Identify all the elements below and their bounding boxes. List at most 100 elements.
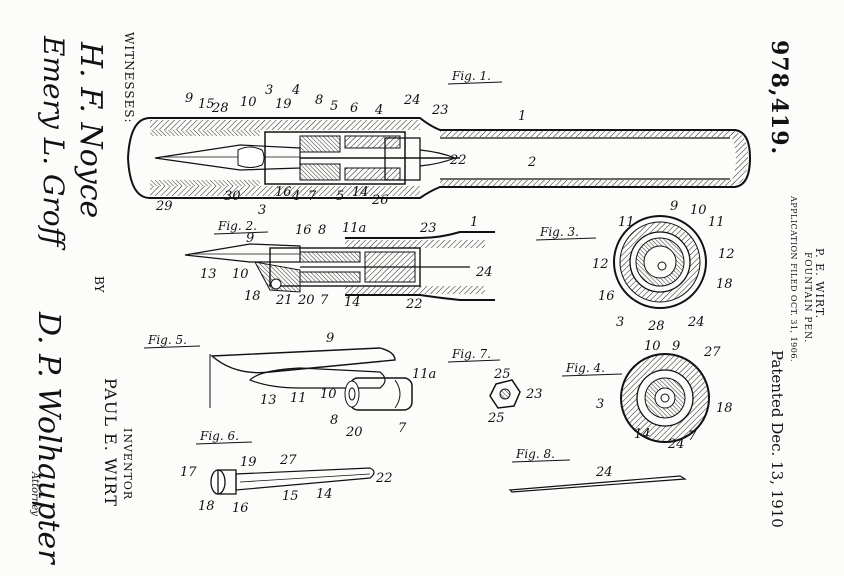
patented-date: Patented Dec. 13, 1910	[768, 350, 786, 528]
reference-numeral: 11	[618, 215, 635, 230]
figure-2: Fig. 2.	[184, 219, 495, 301]
reference-numeral: 19	[240, 455, 257, 470]
fig3-label: Fig. 3.	[539, 225, 579, 239]
reference-numeral: 14	[352, 185, 369, 200]
reference-numeral: 15	[282, 489, 299, 504]
reference-numeral: 22	[449, 153, 467, 168]
reference-numeral: 11	[290, 391, 307, 406]
figure-3: Fig. 3.	[535, 215, 707, 309]
patent-title: FOUNTAIN PEN.	[802, 252, 812, 344]
witnesses-label: WITNESSES:	[122, 32, 136, 124]
reference-numeral: 10	[320, 387, 337, 402]
reference-numeral: 16	[232, 501, 249, 516]
reference-numeral: 3	[616, 315, 624, 330]
reference-numeral: 16	[295, 223, 312, 238]
reference-numeral: 14	[634, 427, 651, 442]
reference-numeral: 9	[670, 199, 678, 214]
reference-numeral: 20	[345, 425, 363, 440]
attorney-label: Attorney	[29, 472, 40, 516]
fig8-label: Fig. 8.	[515, 447, 555, 461]
fig1-barrel	[126, 117, 752, 199]
reference-numeral: 9	[326, 331, 334, 346]
witness-signature-2: Emery L. Groff	[37, 36, 70, 247]
reference-numeral: 15	[198, 97, 215, 112]
reference-numeral: 13	[200, 267, 217, 282]
reference-numeral: 12	[718, 247, 735, 262]
reference-numeral: 18	[716, 277, 733, 292]
reference-numeral: 23	[525, 387, 543, 402]
reference-numeral: 10	[644, 339, 661, 354]
attorney-signature: D. P. Wolhaupter	[31, 312, 66, 564]
reference-numeral: 27	[279, 453, 297, 468]
witness-signature-1: H. F. Noyce	[73, 42, 108, 219]
reference-numeral: 8	[330, 413, 338, 428]
reference-numeral: 27	[703, 345, 721, 360]
fig4-label: Fig. 4.	[565, 361, 605, 375]
reference-numeral: 2	[527, 155, 536, 170]
reference-numeral: 5	[330, 99, 338, 114]
reference-numeral: 29	[155, 199, 173, 214]
reference-numeral: 14	[344, 295, 361, 310]
reference-numeral: 11a	[412, 367, 436, 382]
reference-numeral: 16	[275, 185, 292, 200]
reference-numeral: 11a	[342, 221, 366, 236]
reference-numeral: 22	[375, 471, 393, 486]
reference-numeral: 24	[687, 315, 705, 330]
reference-numeral: 11	[708, 215, 725, 230]
reference-numeral: 3	[258, 203, 266, 218]
reference-numeral: 23	[419, 221, 437, 236]
figure-4: Fig. 4.	[561, 353, 710, 443]
reference-numeral: 10	[690, 203, 707, 218]
reference-numeral: 24	[667, 437, 685, 452]
reference-numeral: 12	[592, 257, 609, 272]
reference-numeral: 1	[470, 215, 478, 230]
inventor-header: P. E. WIRT.	[813, 248, 826, 320]
reference-numeral: 18	[244, 289, 261, 304]
reference-numeral: 3	[596, 397, 604, 412]
fig1-label: Fig. 1.	[451, 69, 491, 83]
reference-numeral: 9	[672, 339, 680, 354]
reference-numeral: 30	[224, 189, 241, 204]
reference-numeral: 14	[316, 487, 333, 502]
figure-8: Fig. 8.	[508, 447, 687, 493]
reference-numeral: 13	[260, 393, 277, 408]
reference-numeral: 17	[180, 465, 197, 480]
reference-numeral: 25	[487, 411, 505, 426]
reference-numeral: 4	[374, 103, 383, 118]
reference-numeral: 4	[291, 189, 300, 204]
reference-numeral: 25	[493, 367, 511, 382]
reference-numeral: 8	[315, 93, 323, 108]
reference-numeral: 23	[431, 103, 449, 118]
reference-numeral: 9	[246, 231, 254, 246]
reference-numeral: 28	[211, 101, 229, 116]
reference-numeral: 18	[716, 401, 733, 416]
reference-numeral: 7	[308, 189, 317, 204]
reference-numeral: 28	[647, 319, 665, 334]
reference-numeral: 7	[320, 293, 329, 308]
reference-numeral: 9	[185, 91, 193, 106]
reference-numeral: 10	[240, 95, 257, 110]
reference-numeral: 7	[688, 429, 697, 444]
reference-numeral: 24	[595, 465, 613, 480]
fig7-label: Fig. 7.	[451, 347, 491, 361]
reference-numeral: 7	[398, 421, 407, 436]
reference-numeral: 6	[350, 101, 358, 116]
inventor-label: INVENTOR	[121, 428, 134, 501]
fig5-label: Fig. 5.	[147, 333, 187, 347]
reference-numeral: 21	[275, 293, 293, 308]
figure-7: Fig. 7.	[447, 347, 521, 409]
reference-numeral: 24	[403, 93, 421, 108]
fig2-label: Fig. 2.	[217, 219, 257, 233]
reference-numeral: 26	[371, 193, 389, 208]
reference-numerals: 9 15 28 10 3 19 4 8 5 6 4 24 23 1 2 22 2…	[155, 83, 735, 516]
patent-number: 978,419.	[766, 40, 792, 156]
reference-numeral: 5	[336, 189, 344, 204]
reference-numeral: 19	[275, 97, 292, 112]
reference-numeral: 24	[475, 265, 493, 280]
reference-numeral: 8	[318, 223, 326, 238]
reference-numeral: 1	[518, 109, 526, 124]
reference-numeral: 22	[405, 297, 423, 312]
inventor-name: PAUL E. WIRT	[101, 378, 120, 508]
